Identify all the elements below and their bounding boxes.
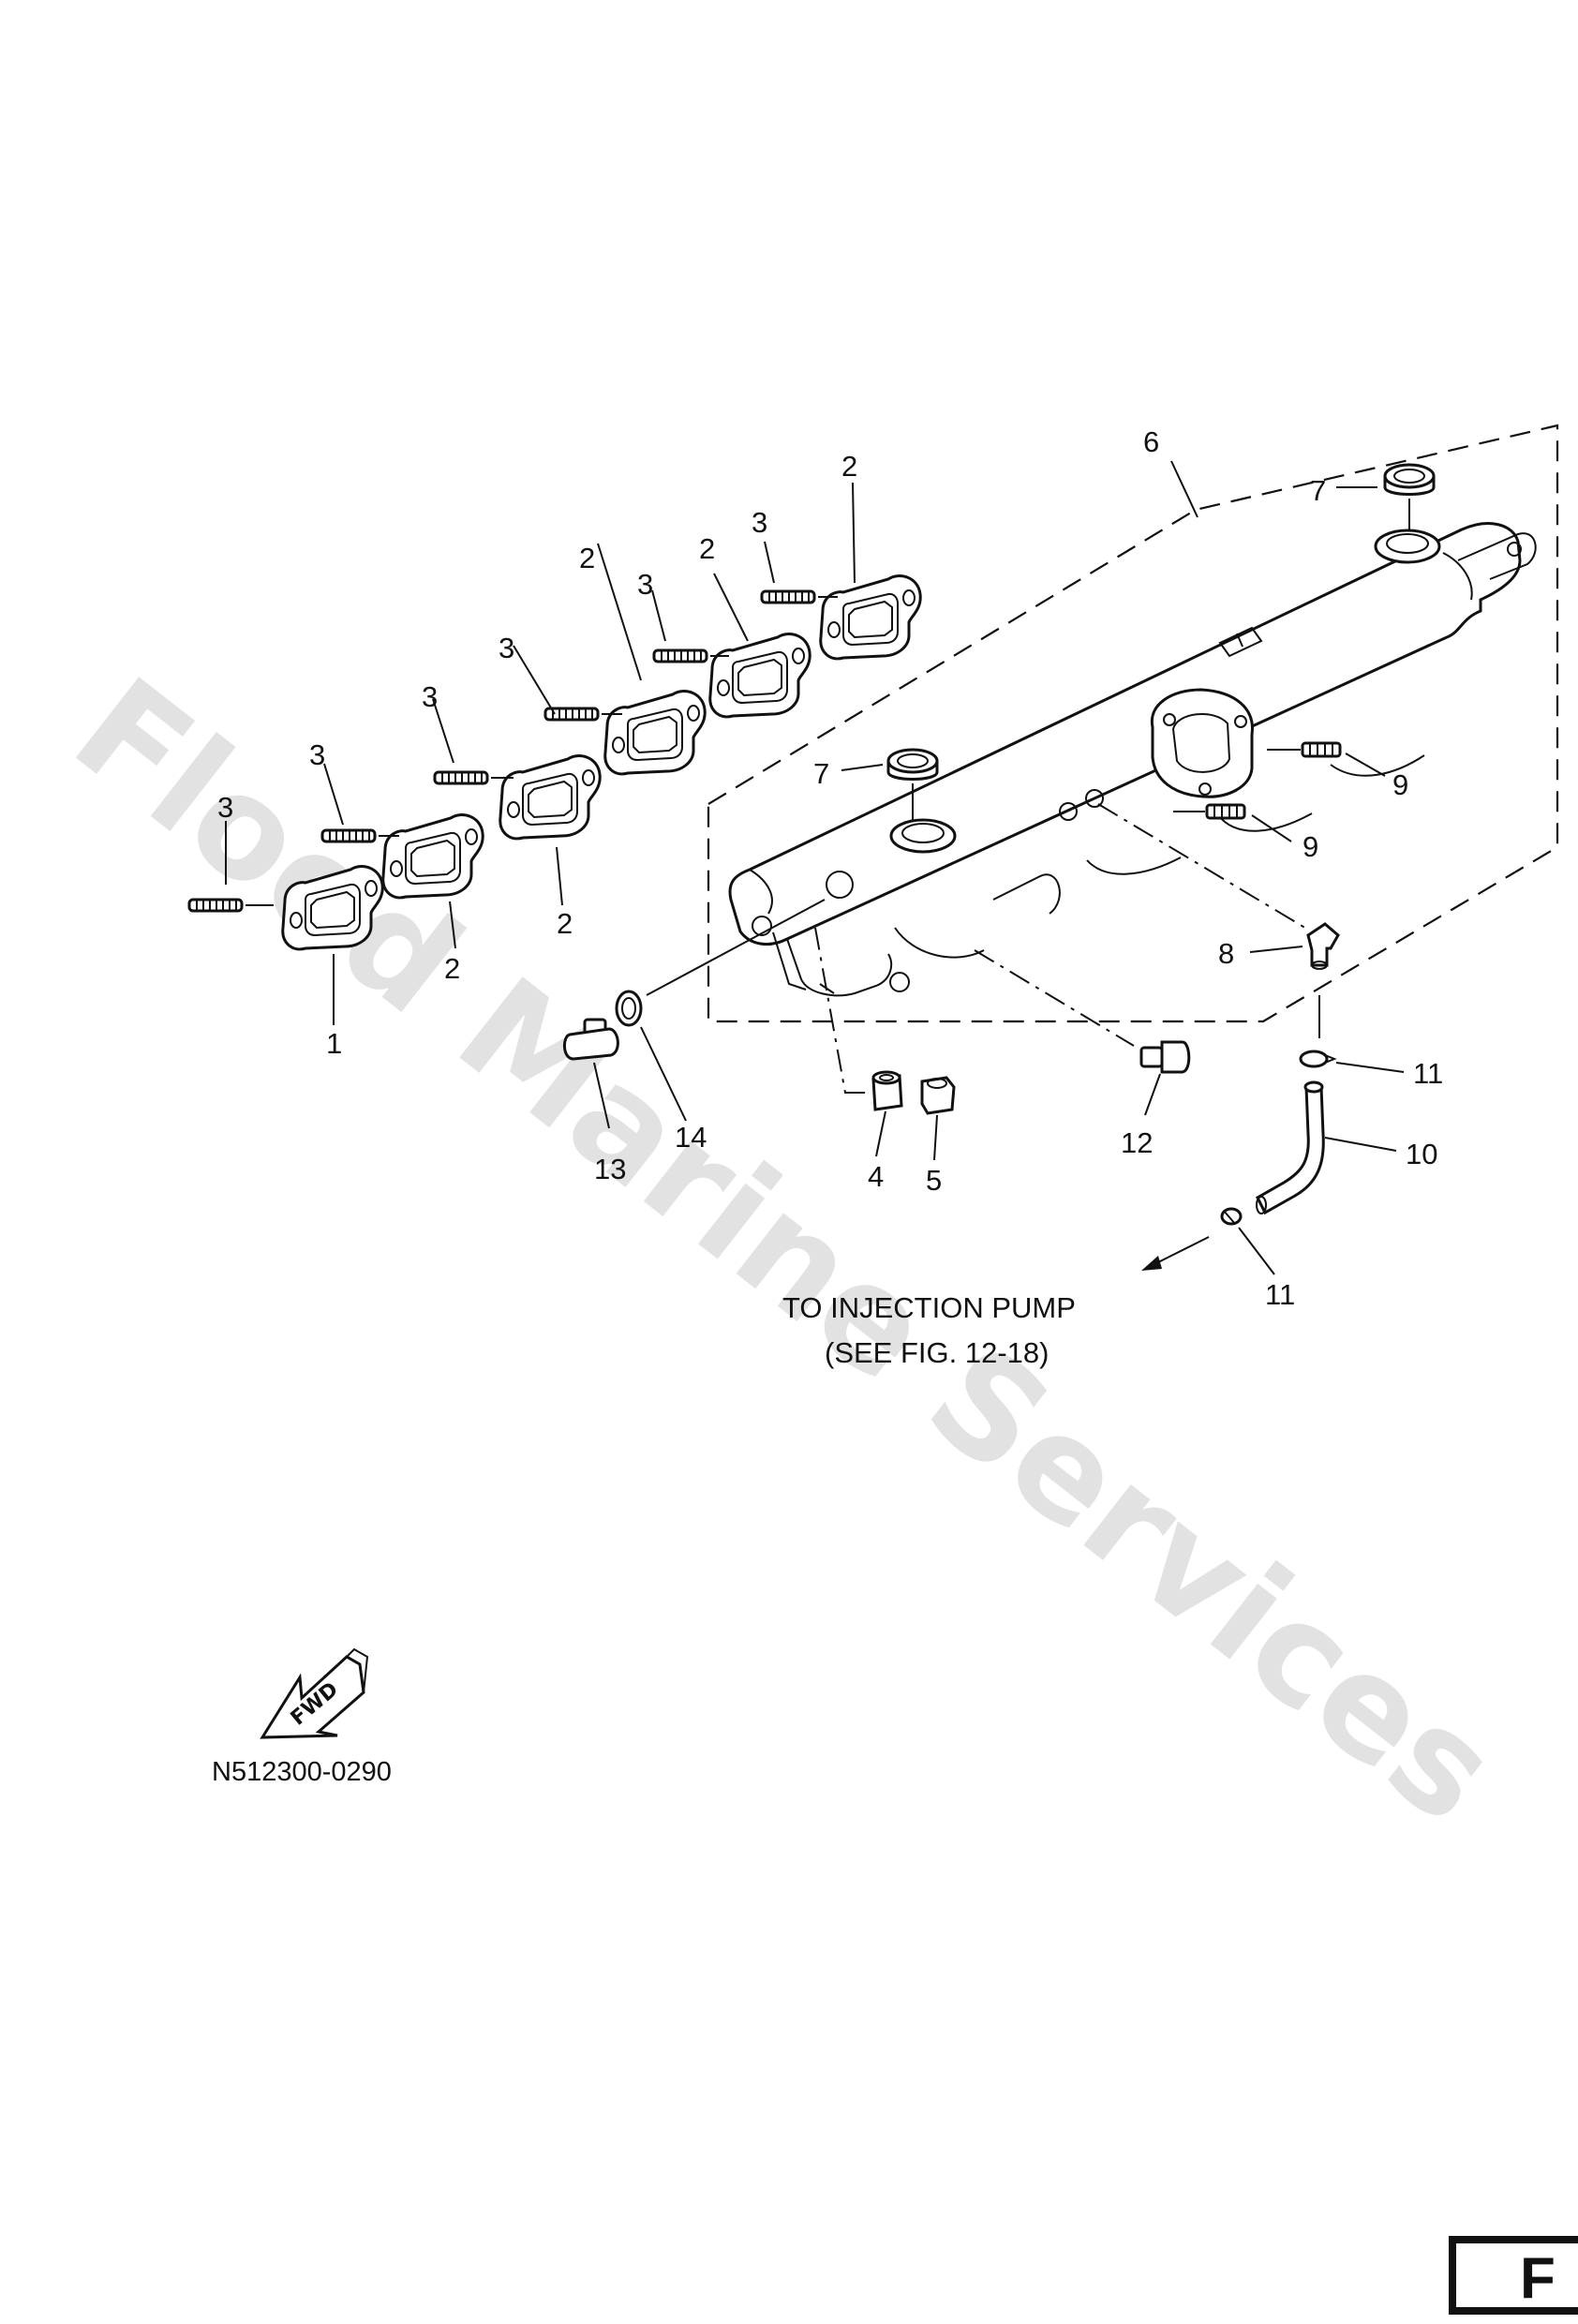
injection-pump-note-line2: (SEE FIG. 12-18) — [825, 1336, 1049, 1369]
bolt-9-lower — [1173, 803, 1246, 820]
callout-7-b: 7 — [813, 757, 829, 790]
callout-11-a: 11 — [1413, 1057, 1443, 1090]
gasket-6 — [819, 574, 922, 661]
callout-3-a: 3 — [217, 791, 233, 824]
callout-6: 6 — [1143, 425, 1159, 458]
seal-7-upper — [1383, 463, 1436, 530]
callout-12: 12 — [1121, 1126, 1153, 1159]
callout-1: 1 — [326, 1027, 342, 1060]
gasket-5 — [708, 633, 811, 719]
union-fitting-8 — [1306, 922, 1340, 970]
callout-11-b: 11 — [1265, 1278, 1295, 1311]
sleeve-guide-line — [814, 927, 871, 1094]
callout-3-e: 3 — [637, 568, 653, 601]
plug-guide-line — [974, 949, 1135, 1047]
callout-4: 4 — [868, 1160, 884, 1193]
clamp-11-upper — [1299, 1050, 1337, 1068]
callout-10: 10 — [1406, 1138, 1437, 1170]
gasket-2 — [381, 813, 484, 900]
plug-bolt-12 — [1139, 1040, 1191, 1074]
page-tab: F — [1449, 2236, 1578, 2315]
callout-5: 5 — [926, 1164, 942, 1197]
callout-3-c: 3 — [422, 680, 438, 713]
stud-3 — [433, 770, 489, 785]
seal-7-lower — [886, 748, 939, 821]
callout-2-b: 2 — [557, 907, 573, 940]
clamp-11-lower — [1220, 1207, 1243, 1226]
callout-8: 8 — [1218, 937, 1234, 970]
fuel-rail — [728, 522, 1537, 997]
fuel-hose-10 — [1256, 1080, 1325, 1215]
stud-1 — [187, 898, 244, 913]
drain-plug-13 — [563, 1018, 619, 1061]
callout-3-b: 3 — [309, 738, 325, 771]
callout-2-e: 2 — [841, 450, 857, 483]
leader-lines — [225, 460, 1405, 1275]
callout-3-f: 3 — [752, 506, 767, 539]
page-tab-label: F — [1520, 2246, 1556, 2311]
callout-3-d: 3 — [499, 632, 514, 664]
nut-5 — [920, 1076, 956, 1115]
callout-9-b: 9 — [1303, 830, 1318, 863]
gasket-3 — [499, 754, 602, 841]
callout-2-c: 2 — [579, 542, 595, 574]
bolt-9-upper — [1267, 741, 1342, 758]
callout-13: 13 — [594, 1153, 626, 1185]
gasket-4 — [603, 690, 707, 776]
callout-9-a: 9 — [1392, 768, 1408, 801]
callout-2-d: 2 — [699, 532, 715, 565]
watermark: Flood Marine Services — [45, 648, 1526, 1855]
callout-7-a: 7 — [1310, 474, 1326, 507]
drawing-code: N512300-0290 — [212, 1757, 392, 1787]
sleeve-4 — [871, 1070, 903, 1111]
to-pump-arrow — [1141, 1236, 1210, 1271]
washer-14 — [615, 990, 643, 1027]
callout-14: 14 — [675, 1121, 707, 1154]
stud-2 — [320, 828, 377, 843]
stud-5 — [652, 648, 708, 663]
forward-arrow-icon: FWD — [260, 1647, 369, 1739]
injection-pump-note-line1: TO INJECTION PUMP — [782, 1291, 1076, 1324]
stud-6 — [760, 589, 816, 604]
union-guide-line — [1097, 803, 1309, 931]
callout-2-a: 2 — [444, 952, 460, 985]
